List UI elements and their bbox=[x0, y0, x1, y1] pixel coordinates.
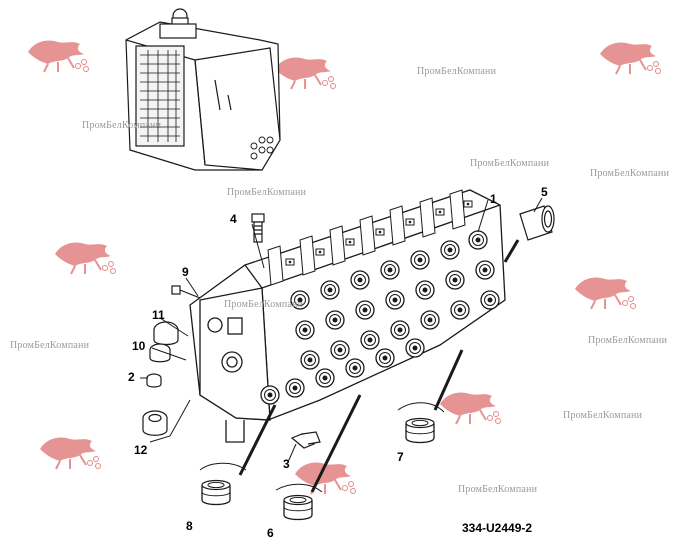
watermark-text: ПромБелКомпани bbox=[563, 410, 643, 421]
watermark-text: ПромБелКомпани bbox=[417, 66, 497, 77]
watermark-text: ПромБелКомпани bbox=[227, 187, 307, 198]
part-5-fitting bbox=[519, 205, 555, 241]
callout-7: 7 bbox=[397, 450, 404, 464]
leader-lines bbox=[140, 197, 543, 463]
watermark-text: ПромБелКомпани bbox=[590, 168, 670, 179]
part-8-fitting bbox=[201, 479, 231, 506]
callout-4: 4 bbox=[230, 212, 237, 226]
callout-1: 1 bbox=[490, 192, 497, 206]
part-9-bolt bbox=[171, 285, 201, 299]
part-3-fitting bbox=[290, 431, 321, 449]
machine-housing-inset bbox=[125, 8, 281, 171]
callout-11: 11 bbox=[152, 308, 165, 322]
callout-5: 5 bbox=[541, 185, 548, 199]
part-11-plug bbox=[153, 321, 179, 346]
fitting-callout-arcs bbox=[199, 402, 445, 493]
watermark-text: ПромБелКомпани bbox=[10, 340, 90, 351]
watermark-text: ПромБелКомпани bbox=[470, 158, 550, 169]
part-4-fitting bbox=[251, 213, 265, 243]
part-6-fitting bbox=[283, 494, 313, 521]
control-valve-block bbox=[189, 189, 506, 443]
part-7-fitting bbox=[405, 417, 435, 444]
callout-2: 2 bbox=[128, 370, 135, 384]
part-2-plug bbox=[146, 373, 162, 388]
watermark-text: ПромБелКомпани bbox=[458, 484, 538, 495]
callout-3: 3 bbox=[283, 457, 290, 471]
callout-12: 12 bbox=[134, 443, 148, 457]
connector-lines bbox=[238, 239, 520, 493]
watermark-text: ПромБелКомпани bbox=[588, 335, 668, 346]
part-12-fitting bbox=[142, 410, 168, 436]
callout-9: 9 bbox=[182, 265, 189, 279]
callout-8: 8 bbox=[186, 519, 193, 533]
drawing-code: 334-U2449-2 bbox=[462, 521, 533, 535]
watermark-text: ПромБелКомпани bbox=[224, 299, 304, 310]
callout-6: 6 bbox=[267, 526, 274, 540]
watermark-text: ПромБелКомпани bbox=[82, 120, 162, 131]
callout-10: 10 bbox=[132, 339, 146, 353]
